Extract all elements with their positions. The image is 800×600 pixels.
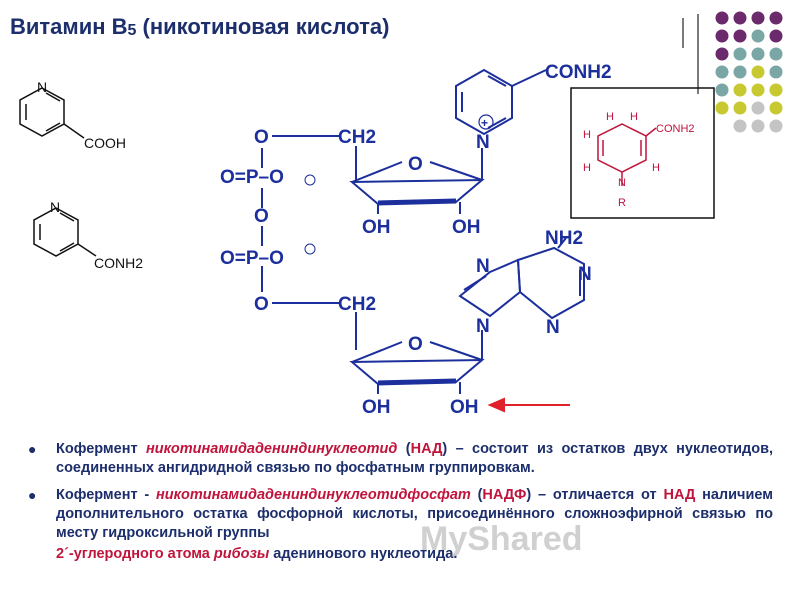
oh2b-label: OH xyxy=(450,397,479,418)
inset-r: R xyxy=(618,197,626,209)
red-arrow xyxy=(487,397,570,413)
nad-structure-diagram: N COOH N CONH2 O CH2 O=P–O O O=P–O O CH2… xyxy=(19,62,715,418)
nic-conh2-label: CONH2 xyxy=(545,62,612,83)
inset-h4: H xyxy=(583,162,591,174)
acid-cooh-label: COOH xyxy=(84,135,126,151)
ribose-2-bold-edge xyxy=(377,378,457,386)
adenine-n1-label: N xyxy=(476,256,490,277)
adenine-nh2-label: NH2 xyxy=(545,228,583,249)
decorative-dot xyxy=(769,101,783,115)
decorative-dot xyxy=(715,47,729,61)
ribose-1-bold-edge xyxy=(377,198,457,206)
nicotinamide-structure xyxy=(33,207,97,257)
adenine-n2-label: N xyxy=(578,264,592,285)
inset-conh2: CONH2 xyxy=(656,123,695,135)
ch2-top-label: CH2 xyxy=(338,127,376,148)
decorative-dot xyxy=(715,101,729,115)
inset-h2: H xyxy=(630,111,638,123)
decorative-dot xyxy=(751,29,765,43)
paragraph-continuation: 2´-углеродного атома рибозы аденинового … xyxy=(56,546,458,562)
decorative-dot xyxy=(769,29,783,43)
adenine-ring xyxy=(458,237,585,320)
inset-h1: H xyxy=(606,111,614,123)
o-top-label: O xyxy=(254,127,269,148)
decorative-dot xyxy=(733,119,747,133)
p2-label: O=P–O xyxy=(220,248,284,269)
decorative-dot xyxy=(751,65,765,79)
o-low-label: O xyxy=(254,294,269,315)
description-text: ● Кофермент никотинамидадениндинуклеотид… xyxy=(28,440,773,564)
decorative-dot xyxy=(733,83,747,97)
decorative-dot xyxy=(751,11,765,25)
amide-conh2-label: CONH2 xyxy=(94,255,143,271)
decorative-dot xyxy=(733,101,747,115)
oh1a-label: OH xyxy=(362,217,391,238)
divider-line-2 xyxy=(697,14,699,94)
adenine-n3-label: N xyxy=(546,317,560,338)
nicotinamide-ring xyxy=(455,68,547,136)
divider-line-1 xyxy=(682,18,684,48)
nic-n-label: N xyxy=(476,132,490,153)
acid-n-label: N xyxy=(37,79,47,95)
inset-box xyxy=(570,87,715,219)
decorative-dot-grid xyxy=(715,11,783,133)
inset-h5: H xyxy=(652,162,660,174)
decorative-dot xyxy=(733,11,747,25)
decorative-dot xyxy=(751,101,765,115)
paragraph-nad: ● Кофермент никотинамидадениндинуклеотид… xyxy=(28,441,774,476)
decorative-dot xyxy=(751,119,765,133)
ring-o2-label: O xyxy=(408,334,423,355)
decorative-dot xyxy=(715,65,729,79)
inset-n: N xyxy=(618,177,626,189)
decorative-dot xyxy=(769,119,783,133)
decorative-dot xyxy=(769,11,783,25)
decorative-dot xyxy=(733,47,747,61)
nicotinic-acid-structure xyxy=(19,87,85,139)
decorative-dot xyxy=(733,65,747,79)
bullet-icon: ● xyxy=(28,441,37,457)
oh2a-label: OH xyxy=(362,397,391,418)
phosphate-backbone xyxy=(261,135,357,350)
ring-o1-label: O xyxy=(408,154,423,175)
inset-h3: H xyxy=(583,129,591,141)
decorative-dot xyxy=(715,83,729,97)
decorative-dot xyxy=(769,65,783,79)
o-mid-label: O xyxy=(254,206,269,227)
page-title: Витамин В5 (никотиновая кислота) xyxy=(10,14,390,39)
decorative-dot xyxy=(733,29,747,43)
decorative-dot xyxy=(769,47,783,61)
adenine-n4-label: N xyxy=(476,316,490,337)
bullet-icon: ● xyxy=(28,487,37,503)
p1-label: O=P–O xyxy=(220,167,284,188)
watermark: MyShared xyxy=(420,520,583,558)
decorative-dot xyxy=(751,83,765,97)
oh1b-label: OH xyxy=(452,217,481,238)
nic-plus-label: + xyxy=(481,116,488,130)
decorative-dot xyxy=(751,47,765,61)
decorative-dot xyxy=(715,29,729,43)
decorative-dot xyxy=(769,83,783,97)
decorative-dot xyxy=(715,11,729,25)
ch2-low-label: CH2 xyxy=(338,294,376,315)
amide-n-label: N xyxy=(50,199,60,215)
paragraph-nadp: ● Кофермент - никотинамидадениндинуклеот… xyxy=(28,487,773,541)
inset-ring xyxy=(597,123,657,186)
